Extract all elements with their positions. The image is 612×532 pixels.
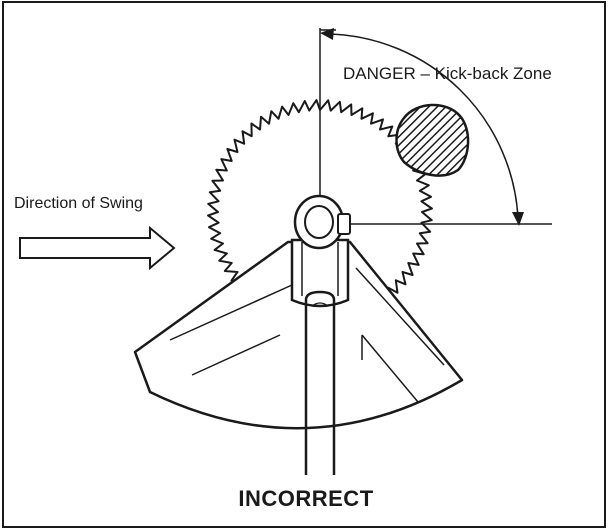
figure-border [2,1,606,528]
shaft-inner [311,302,329,307]
gear-head [290,238,350,308]
figure-caption: INCORRECT [238,486,374,511]
guard-rib-3 [355,267,445,366]
arc-arrowhead-right [512,212,524,226]
guard-rim [149,379,463,429]
guard-rib-1 [169,284,293,341]
danger-zone-label: DANGER – Kick-back Zone [343,64,552,83]
arrow-right-icon [19,225,176,271]
guard-rib-2 [191,334,281,376]
hatched-danger-zone-icon [395,103,470,177]
direction-of-swing-label: Direction of Swing [14,195,143,212]
kickback-arc [329,33,519,219]
trimmer-shaft [304,290,336,475]
hub-clamp-bolt [337,213,351,235]
guard-rib-4 [361,334,419,403]
blade-hub-inner [304,205,334,239]
arc-arrowhead-top [320,28,334,40]
